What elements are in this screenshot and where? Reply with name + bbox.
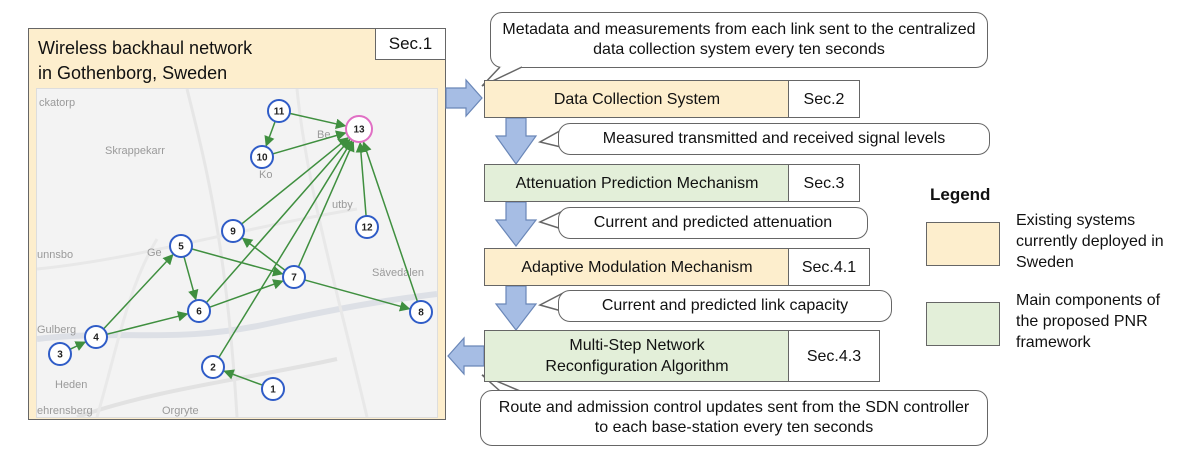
attenuation-prediction-box: Attenuation Prediction Mechanism [484, 164, 790, 202]
callout-metadata: Metadata and measurements from each link… [490, 12, 988, 68]
callout-signal-levels: Measured transmitted and received signal… [558, 123, 990, 155]
network-title: Wireless backhaul network in Gothenborg,… [38, 36, 252, 86]
map-roads [37, 89, 437, 417]
legend-text-existing: Existing systems currently deployed in S… [1016, 212, 1164, 271]
arrow-dcs-to-apm [494, 117, 538, 166]
dcs-label: Data Collection System [553, 90, 721, 108]
map-label-orgryte: Orgryte [162, 405, 199, 417]
section-label-sec3: Sec.3 [788, 164, 860, 202]
legend-swatch-proposed [926, 302, 1000, 346]
map-label-unnsbo: unnsbo [37, 249, 74, 261]
map-label-heden: Heden [55, 379, 88, 391]
network-title-line1: Wireless backhaul network [38, 38, 253, 58]
map-label-gulberg: Gulberg [37, 324, 77, 336]
callout-attenuation: Current and predicted attenuation [558, 207, 868, 239]
legend-swatch-existing [926, 222, 1000, 266]
map-label-ehrensberg: ehrensberg [37, 405, 93, 417]
msnra-label-line1: Multi-Step Network [569, 337, 705, 354]
apm-label: Attenuation Prediction Mechanism [515, 174, 759, 192]
map-label-skrappekarr: Skrappekarr [105, 145, 165, 157]
adaptive-modulation-box: Adaptive Modulation Mechanism [484, 248, 790, 286]
callout-capacity: Current and predicted link capacity [558, 290, 892, 322]
map-label-be: Be [317, 129, 331, 141]
arrow-amm-to-msnra [494, 285, 538, 331]
arrow-to-network [447, 336, 485, 376]
section-label-sec4-3: Sec.4.3 [788, 330, 880, 382]
section-label-sec1: Sec.1 [375, 28, 446, 60]
data-collection-system-box: Data Collection System [484, 80, 790, 118]
map-label-savedalen: Sävedalen [372, 267, 424, 279]
map-label-ko: Ko [259, 169, 273, 181]
map-label-ckatorp: ckatorp [39, 97, 76, 109]
amm-label: Adaptive Modulation Mechanism [521, 258, 753, 276]
arrow-to-dcs [445, 78, 483, 118]
msnra-label-line2: Reconfiguration Algorithm [545, 358, 729, 375]
map-label-ge: Ge [147, 247, 162, 259]
legend-text-proposed: Main components of the proposed PNR fram… [1016, 292, 1161, 351]
network-title-line2: in Gothenborg, Sweden [38, 63, 228, 83]
reconfiguration-algorithm-box: Multi-Step Network Reconfiguration Algor… [484, 330, 790, 382]
map-label-utby: utby [332, 199, 353, 211]
arrow-apm-to-amm [494, 201, 538, 247]
section-label-sec4-1: Sec.4.1 [788, 248, 870, 286]
section-label-sec2: Sec.2 [788, 80, 860, 118]
legend-title: Legend [930, 185, 991, 204]
city-map: ckatorp Skrappekarr Ko Be unnsbo Ge Gulb… [36, 88, 438, 418]
callout-route-updates: Route and admission control updates sent… [480, 390, 988, 446]
